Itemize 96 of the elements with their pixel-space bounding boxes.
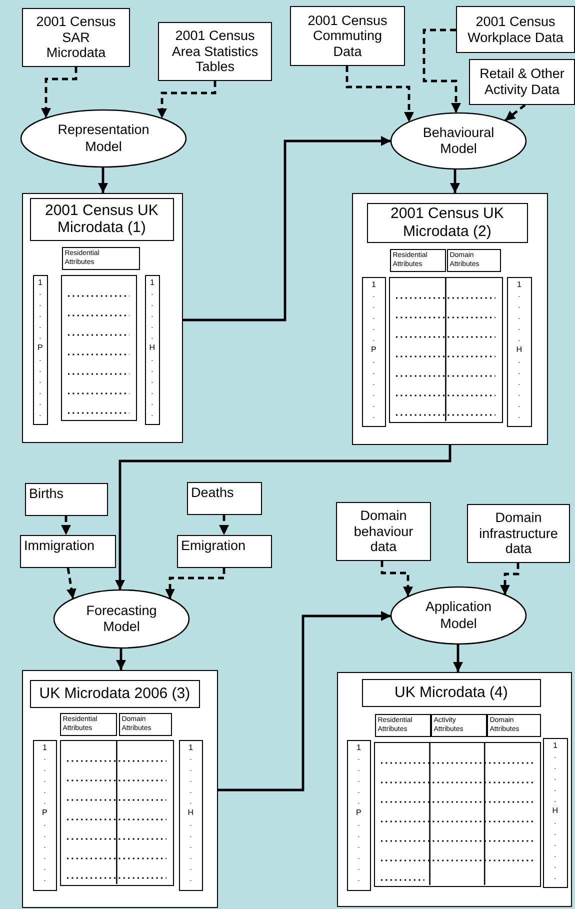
column-header-box: [390, 248, 446, 272]
box-label: UK Microdata (4): [394, 684, 508, 702]
data-source-box: [290, 6, 405, 66]
data-grid: [388, 276, 503, 423]
index-label: 1: [187, 742, 194, 752]
box-label: Domain infrastructure data: [478, 510, 559, 557]
data-source-box: [177, 535, 272, 568]
dashed-arrow: [165, 568, 226, 599]
dashed-arrow: [500, 563, 520, 595]
dashed-arrow: [346, 66, 414, 122]
box-label: UK Microdata 2006 (3): [39, 685, 190, 702]
dashed-arrow: [380, 561, 413, 597]
index-column: [144, 274, 160, 425]
dashed-arrow: [41, 67, 78, 118]
column-header-box: [60, 712, 117, 736]
index-label: P: [370, 344, 378, 354]
data-source-box: [158, 22, 272, 81]
panel-title-box: [30, 198, 174, 241]
dashed-arrow: [66, 568, 76, 600]
index-label: P: [355, 808, 362, 818]
box-label: 2001 Census Workplace Data: [466, 14, 564, 46]
data-source-box: [187, 482, 262, 515]
dashed-arrow: [422, 28, 461, 114]
box-label: Application Model: [424, 599, 493, 632]
box-label: Representation Model: [56, 122, 150, 155]
index-label: 1: [370, 280, 377, 289]
panel-title-box: [366, 202, 528, 243]
model-ellipse: [390, 112, 527, 170]
index-column: [32, 274, 48, 425]
panel-title-box: [30, 680, 200, 708]
box-label: Immigration: [24, 538, 95, 554]
index-label: 1: [41, 742, 48, 752]
arrow: [98, 167, 108, 193]
index-label: 1: [36, 278, 44, 287]
index-label: H: [515, 344, 524, 354]
index-label: P: [41, 808, 48, 818]
index-label: H: [551, 806, 560, 815]
box-label: 2001 Census Commuting Data: [306, 12, 388, 60]
dashed-arrow: [219, 515, 229, 535]
box-label: 2001 Census UK Microdata (1): [44, 202, 160, 236]
data-grid: [60, 274, 137, 421]
microdata-panel: [352, 193, 548, 445]
arrow: [183, 136, 391, 322]
column-header-box: [62, 246, 140, 270]
box-label: 2001 Census Area Statistics Tables: [170, 28, 260, 75]
model-ellipse: [390, 586, 527, 645]
microdata-panel: [337, 672, 572, 907]
arrow: [115, 445, 452, 590]
column-header-box: [118, 712, 172, 736]
dashed-arrow: [61, 516, 71, 535]
index-column: [346, 740, 371, 891]
microdata-panel: [22, 193, 183, 443]
data-source-box: [336, 502, 431, 561]
microdata-panel: [22, 670, 218, 908]
data-source-box: [20, 535, 116, 568]
index-column: [32, 740, 57, 891]
index-column: [178, 740, 203, 891]
data-grid: [60, 740, 174, 886]
model-ellipse: [20, 109, 187, 168]
index-column: [506, 276, 532, 427]
index-label: P: [36, 342, 44, 352]
box-label: Domain behaviour data: [352, 508, 414, 555]
index-label: 1: [516, 280, 522, 289]
data-source-box: [25, 483, 108, 516]
dashed-arrow: [504, 104, 526, 122]
box-label: 2001 Census UK Microdata (2): [390, 205, 505, 240]
model-ellipse: [53, 589, 190, 649]
data-source-box: [22, 8, 130, 67]
box-label: Deaths: [191, 485, 234, 501]
arrow: [116, 648, 126, 670]
arrow: [218, 611, 391, 792]
column-header-box: [446, 248, 501, 272]
index-label: H: [186, 808, 195, 818]
index-column: [362, 276, 386, 427]
column-header-box: [486, 714, 541, 737]
data-grid: [374, 742, 541, 887]
panel-title-box: [362, 678, 541, 707]
box-label: Births: [29, 486, 64, 502]
arrow: [450, 168, 460, 193]
box-label: Retail & Other Activity Data: [478, 66, 566, 98]
index-label: H: [148, 342, 156, 352]
data-source-box: [467, 504, 570, 563]
column-header-box: [430, 714, 487, 737]
index-label: 1: [148, 278, 156, 287]
arrow: [453, 644, 463, 672]
index-column: [542, 738, 568, 888]
box-label: Behavioural Model: [422, 124, 496, 158]
index-label: 1: [355, 742, 362, 752]
box-label: 2001 Census SAR Microdata: [35, 14, 117, 61]
dashed-arrow: [157, 81, 216, 118]
column-header-box: [374, 714, 431, 737]
box-label: Emigration: [181, 538, 246, 554]
box-label: Forecasting Model: [85, 602, 158, 636]
data-source-box: [469, 59, 575, 105]
index-label: 1: [552, 740, 558, 750]
data-source-box: [456, 6, 575, 53]
